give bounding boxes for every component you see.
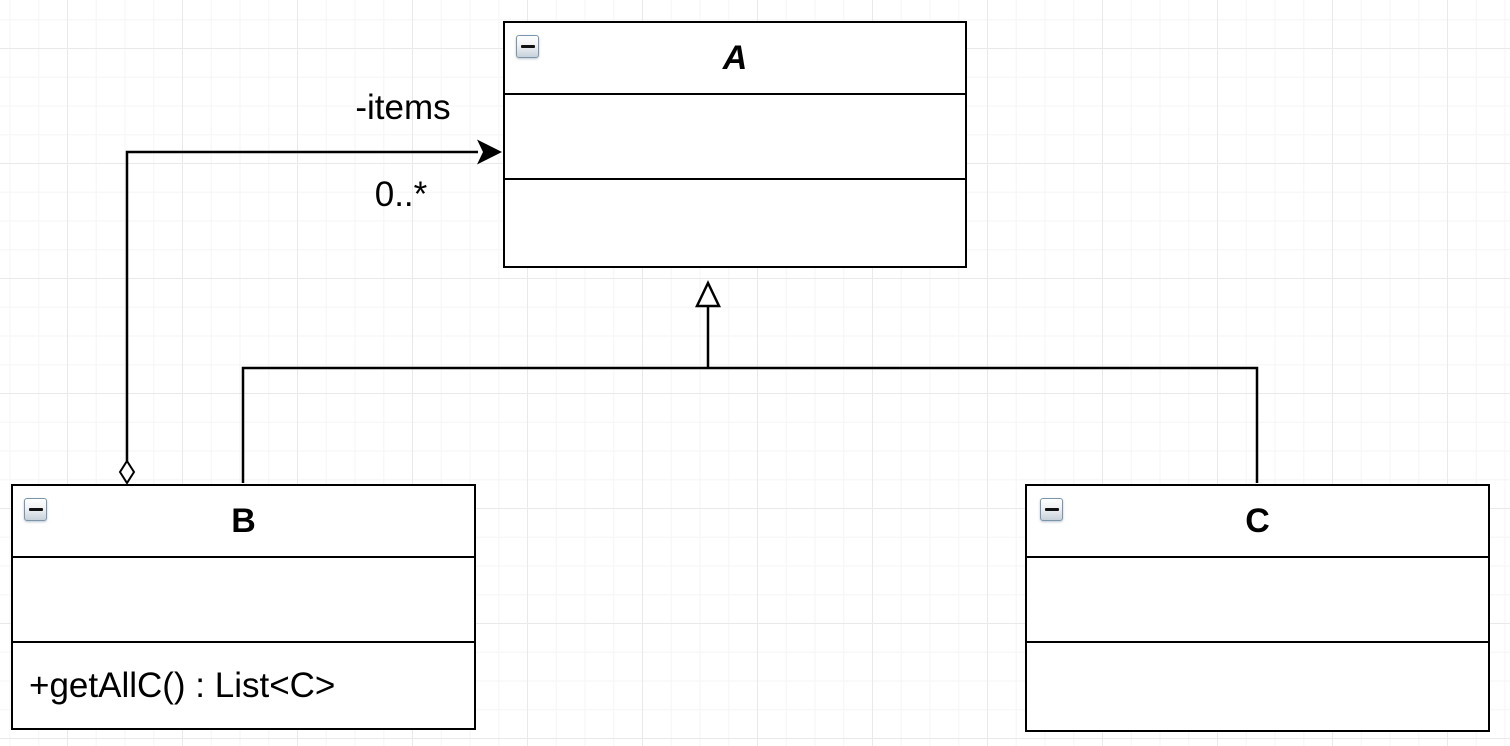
aggregation-diamond-icon[interactable] bbox=[118, 459, 136, 485]
class-b-methods-compartment[interactable]: +getAllC() : List<C> bbox=[13, 643, 474, 728]
class-a-methods-compartment[interactable] bbox=[505, 180, 965, 266]
collapse-toggle-icon[interactable] bbox=[516, 35, 539, 58]
association-multiplicity-label[interactable]: 0..* bbox=[374, 175, 428, 214]
class-c-name: C bbox=[1245, 501, 1270, 540]
minus-icon bbox=[28, 507, 43, 512]
class-b-methods-text: +getAllC() : List<C> bbox=[29, 665, 336, 705]
aggregation-edge-b-a[interactable] bbox=[125, 150, 478, 461]
class-b-name: B bbox=[231, 501, 256, 540]
class-box-a[interactable]: A bbox=[503, 21, 967, 268]
class-box-b[interactable]: B +getAllC() : List<C> bbox=[11, 484, 476, 730]
class-box-c[interactable]: C bbox=[1025, 484, 1490, 732]
class-a-attributes-compartment[interactable] bbox=[505, 95, 965, 180]
class-b-header[interactable]: B bbox=[13, 486, 474, 558]
class-b-attributes-compartment[interactable] bbox=[13, 558, 474, 643]
generalization-triangle-icon[interactable] bbox=[695, 280, 721, 308]
minus-icon bbox=[1044, 507, 1059, 512]
collapse-toggle-icon[interactable] bbox=[1040, 498, 1063, 521]
generalization-branch[interactable] bbox=[241, 366, 1259, 483]
class-a-name: A bbox=[722, 38, 748, 77]
class-a-header[interactable]: A bbox=[505, 23, 965, 95]
class-c-methods-compartment[interactable] bbox=[1027, 643, 1488, 730]
association-name-label[interactable]: -items bbox=[355, 88, 451, 127]
arrowhead-icon[interactable] bbox=[477, 139, 502, 165]
class-c-header[interactable]: C bbox=[1027, 486, 1488, 558]
minus-icon bbox=[520, 44, 535, 49]
class-c-attributes-compartment[interactable] bbox=[1027, 558, 1488, 643]
collapse-toggle-icon[interactable] bbox=[24, 498, 47, 521]
